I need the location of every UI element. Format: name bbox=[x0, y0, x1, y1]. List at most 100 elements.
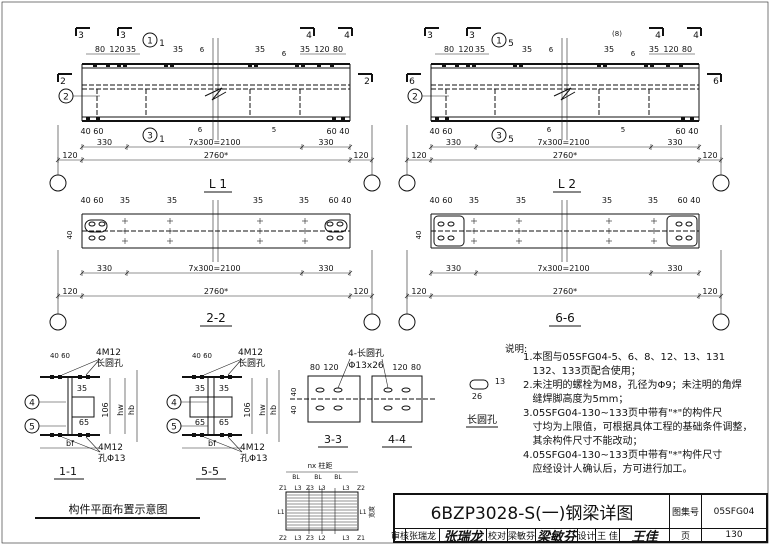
bolt bbox=[330, 63, 334, 67]
slot-hole bbox=[315, 405, 325, 411]
dimension-text: 35 bbox=[253, 196, 263, 205]
end-plate bbox=[666, 215, 698, 247]
dimension-text: nx 柱距 bbox=[308, 461, 333, 470]
dimension-text: L2 bbox=[318, 535, 325, 542]
dimension-text: L3 bbox=[342, 535, 349, 542]
axis-bubble bbox=[363, 313, 381, 331]
section-mark: 4 bbox=[306, 31, 312, 41]
bolt bbox=[679, 63, 683, 67]
dimension-text: 35 bbox=[604, 45, 614, 54]
dimension-text: 40 bbox=[66, 231, 74, 240]
dimension-text: 35 bbox=[475, 45, 485, 54]
dimension-text: 2760* bbox=[553, 151, 577, 160]
dimension-text: hb bbox=[269, 405, 278, 415]
reviewer-signature: 张瑞龙 bbox=[440, 529, 487, 545]
bolt bbox=[170, 63, 174, 67]
dimension-text: 330 bbox=[667, 138, 682, 147]
bolt bbox=[650, 63, 654, 67]
bolt-callout: 4M12 bbox=[238, 348, 263, 358]
dimension-text: 35 bbox=[300, 45, 310, 54]
dimension-text: 40 60 bbox=[430, 196, 453, 205]
dimension-text: 120 bbox=[392, 363, 407, 372]
bolt bbox=[445, 117, 449, 121]
dimension-text: 120 bbox=[323, 363, 338, 372]
weld-symbol: 6 bbox=[282, 50, 287, 58]
dimension-text: 80 bbox=[411, 363, 421, 372]
dimension-text: 65 bbox=[79, 418, 89, 427]
dimension-text: 80 bbox=[682, 45, 692, 54]
view-title: 构件平面布置示意图 bbox=[69, 502, 168, 516]
dimension-text: Z1 bbox=[357, 535, 365, 542]
slot-size-callout: Φ13x26 bbox=[348, 361, 384, 371]
dimension-text: 2760* bbox=[204, 287, 228, 296]
dimension-text: BL bbox=[334, 474, 342, 481]
slot-hole bbox=[401, 387, 411, 393]
checker-name: 梁敏芬 bbox=[508, 529, 536, 542]
weld-symbol: 5 bbox=[621, 126, 625, 134]
dimension-text: 120 bbox=[314, 45, 329, 54]
dimension-text: 7x300=2100 bbox=[537, 138, 589, 147]
slot-hole bbox=[326, 235, 334, 241]
section-mark: 4 bbox=[344, 31, 350, 41]
bolt bbox=[455, 63, 459, 67]
note-item: 2.未注明的螺栓为M8，孔径为Φ9；未注明的角焊 缝焊脚高度为5mm； bbox=[523, 380, 742, 405]
dimension-text: 330 bbox=[667, 264, 682, 273]
dimension-text: BL bbox=[314, 474, 322, 481]
view-title: 6-6 bbox=[555, 311, 575, 325]
dimension-text: 13 bbox=[495, 377, 505, 386]
bolt bbox=[78, 375, 82, 379]
dimension-text: 330 bbox=[97, 264, 112, 273]
dimension-text: 40 60 bbox=[81, 127, 104, 136]
section-mark: 3 bbox=[78, 31, 84, 41]
dimension-text: L3 bbox=[342, 485, 349, 492]
dimension-text: 330 bbox=[446, 138, 461, 147]
dimension-text: 40 bbox=[290, 406, 298, 415]
weld-symbol: 6 bbox=[547, 126, 552, 134]
bolt bbox=[666, 63, 670, 67]
review-label: 审核 bbox=[391, 529, 409, 542]
section-mark: 1 bbox=[159, 39, 165, 49]
bolt bbox=[690, 117, 694, 121]
dimension-text: L3 bbox=[318, 485, 325, 492]
dimension-text: 35 bbox=[648, 196, 658, 205]
bolt bbox=[597, 63, 601, 67]
bolt bbox=[332, 117, 336, 121]
end-plate bbox=[433, 215, 465, 247]
bolt bbox=[603, 63, 607, 67]
dimension-text: 35 bbox=[195, 384, 205, 393]
dimension-text: 120 bbox=[411, 287, 426, 296]
bolt bbox=[317, 63, 321, 67]
bolt bbox=[472, 63, 476, 67]
section-mark: 6 bbox=[409, 77, 415, 87]
axis-bubble bbox=[712, 174, 730, 192]
axis-bubble-label: 2 bbox=[63, 93, 69, 103]
slot-hole bbox=[333, 387, 343, 393]
weld-symbol: 5 bbox=[272, 126, 276, 134]
bolt bbox=[228, 433, 232, 437]
slot-hole bbox=[336, 221, 344, 227]
bolt bbox=[86, 375, 90, 379]
section-mark: 2 bbox=[60, 77, 66, 87]
hole-callout: 孔Φ13 bbox=[240, 453, 268, 464]
bolt bbox=[442, 63, 446, 67]
dimension-text: 35 bbox=[516, 196, 526, 205]
dimension-text: 120 bbox=[62, 151, 77, 160]
page-label: 页 bbox=[670, 529, 702, 542]
axis-bubble bbox=[712, 313, 730, 331]
axis-bubble bbox=[398, 313, 416, 331]
section-mark: 6 bbox=[713, 77, 719, 87]
note-item: 1.本图与05SFG04-5、6、8、12、13、131 132、133页配合使… bbox=[523, 352, 726, 377]
bolt bbox=[466, 63, 470, 67]
axis-bubble bbox=[49, 313, 67, 331]
bolt bbox=[96, 117, 100, 121]
slot-hole bbox=[675, 235, 683, 241]
slots-callout: 4-长圆孔 bbox=[348, 347, 384, 359]
long-hole-shape bbox=[469, 379, 489, 390]
stiffener bbox=[71, 396, 95, 418]
dimension-text: 80 bbox=[310, 363, 320, 372]
dimension-text: bf bbox=[66, 439, 74, 448]
